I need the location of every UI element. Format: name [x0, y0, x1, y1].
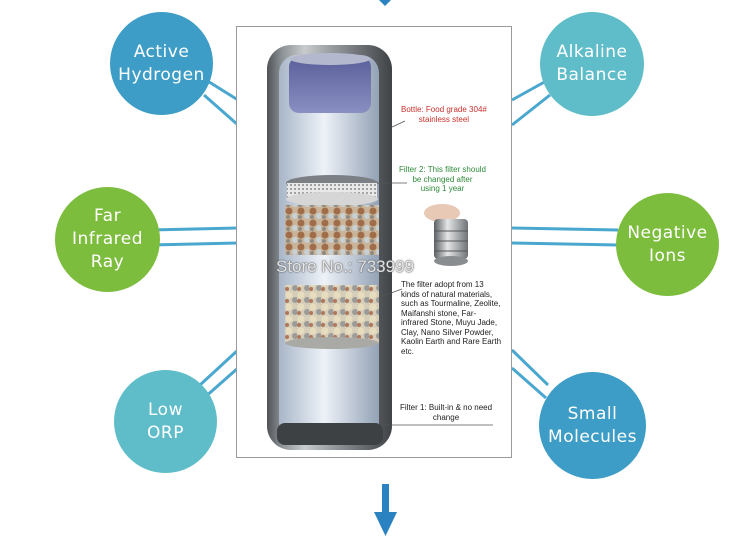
callout-line: Filter 2: This filter should	[399, 165, 486, 174]
product-diagram-panel: Bottle: Food grade 304# stainless steel …	[236, 26, 512, 458]
alkaline-balance-bubble: Alkaline Balance	[540, 12, 644, 116]
top-arrow-icon	[379, 0, 391, 6]
feature-label: ORP	[147, 422, 184, 443]
filter-cartridge-icon	[424, 204, 468, 266]
callout-line: Maifanshi stone, Far-	[401, 308, 477, 318]
feature-label: Small	[567, 403, 618, 424]
callout-line: change	[432, 412, 460, 422]
callout-line: Filter 1: Built-in & no need	[400, 403, 493, 412]
feature-label: Hydrogen	[118, 64, 205, 85]
feature-label: Active	[133, 41, 190, 62]
down-arrow-icon	[374, 484, 397, 536]
callout-line: Bottle: Food grade 304#	[401, 105, 487, 114]
feature-label: Alkaline	[556, 42, 628, 62]
feature-label: Ray	[90, 252, 125, 272]
low-orp-bubble: Low ORP	[114, 370, 217, 473]
far-infrared-ray-bubble: Far Infrared Ray	[55, 187, 160, 292]
feature-label: Balance	[556, 65, 628, 85]
callout-line: using 1 year	[420, 184, 465, 193]
feature-label: Molecules	[548, 426, 637, 447]
feature-label: Infrared	[71, 229, 144, 249]
callout-line: kinds of natural materials,	[401, 289, 493, 299]
active-hydrogen-bubble: Active Hydrogen	[110, 12, 213, 115]
feature-label: Low	[148, 399, 183, 420]
callout-line: infrared Stone, Muyu Jade,	[401, 318, 498, 327]
callout-line: The filter adopt from 13	[401, 280, 484, 289]
feature-label: Negative	[627, 222, 708, 243]
negative-ions-bubble: Negative Ions	[616, 193, 719, 296]
callout-line: etc.	[401, 346, 414, 356]
store-watermark: Store No.: 733999	[276, 257, 414, 276]
feature-label: Far	[93, 206, 122, 226]
small-molecules-bubble: Small Molecules	[539, 372, 646, 479]
materials-callout: The filter adopt from 13 kinds of natura…	[401, 280, 501, 356]
bottle-callout: Bottle: Food grade 304# stainless steel	[401, 105, 487, 124]
filter2-callout: Filter 2: This filter should be changed …	[399, 165, 486, 194]
callout-line: be changed after	[412, 174, 473, 184]
callout-line: Kaolin Earth and Rare Earth	[401, 337, 502, 346]
filter1-callout: Filter 1: Built-in & no need change	[400, 403, 492, 422]
callout-line: such as Tourmaline, Zeolite,	[401, 299, 501, 308]
bottle-cutaway-illustration	[267, 45, 493, 450]
feature-label: Ions	[648, 245, 687, 266]
callout-line: Clay, Nano Silver Powder,	[401, 327, 494, 337]
callout-line: stainless steel	[418, 114, 470, 124]
